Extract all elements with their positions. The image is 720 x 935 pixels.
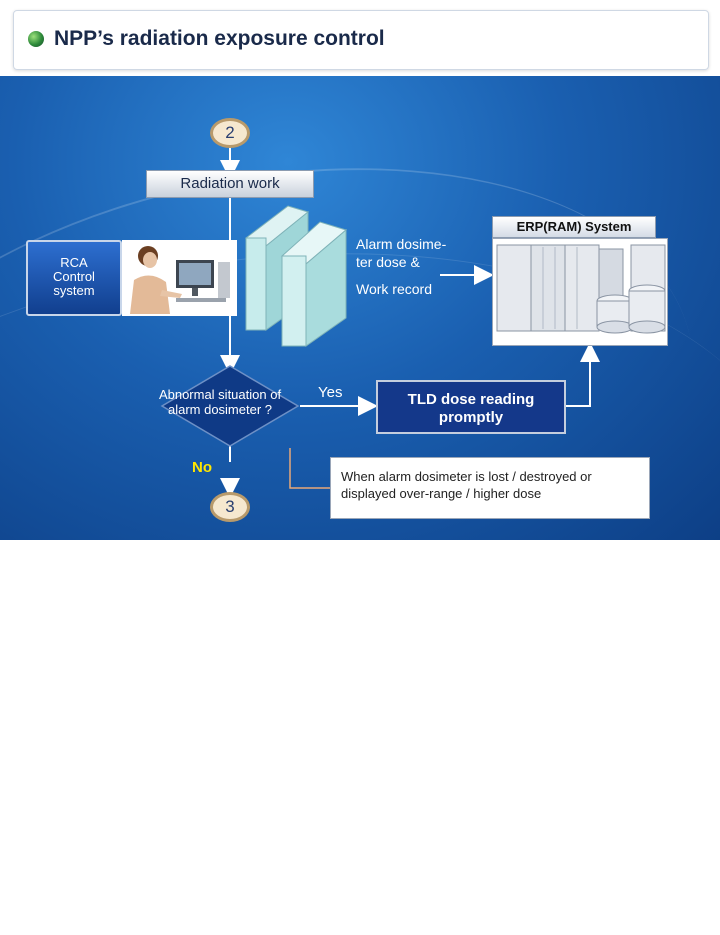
rca-control-system-label: RCA Control system — [53, 255, 95, 298]
no-label: No — [192, 459, 212, 476]
yes-label: Yes — [318, 384, 343, 401]
erp-system-box — [492, 238, 668, 346]
radiation-work-label: Radiation work — [146, 170, 314, 198]
alarm-dose-label-line1: Alarm dosime- — [356, 236, 447, 252]
step-start-badge: 2 — [210, 118, 250, 148]
step-end-badge: 3 — [210, 492, 250, 522]
green-sphere-bullet-icon — [28, 31, 44, 47]
arrow-tld-to-erp — [566, 342, 600, 407]
erp-system-label: ERP(RAM) System — [492, 216, 656, 238]
header-area: NPP’s radiation exposure control — [0, 0, 720, 76]
work-record-label: Work record — [356, 281, 432, 297]
rca-control-system-box: RCA Control system — [26, 240, 122, 316]
note-connector — [289, 448, 330, 489]
tld-dose-reading-label: TLD dose reading promptly — [407, 391, 535, 426]
condition-note-text: When alarm dosimeter is lost / destroyed… — [341, 469, 592, 501]
title-frame — [13, 10, 709, 70]
decision-label: Abnormal situation of alarm dosimeter ? — [158, 387, 282, 417]
disk-storage-icon — [596, 284, 666, 334]
page-title: NPP’s radiation exposure control — [54, 27, 385, 50]
alarm-dose-label-line2: ter dose & — [356, 254, 420, 270]
tld-dose-reading-box: TLD dose reading promptly — [376, 380, 566, 434]
condition-note: When alarm dosimeter is lost / destroyed… — [330, 457, 650, 519]
person-at-computer-icon — [122, 240, 237, 316]
